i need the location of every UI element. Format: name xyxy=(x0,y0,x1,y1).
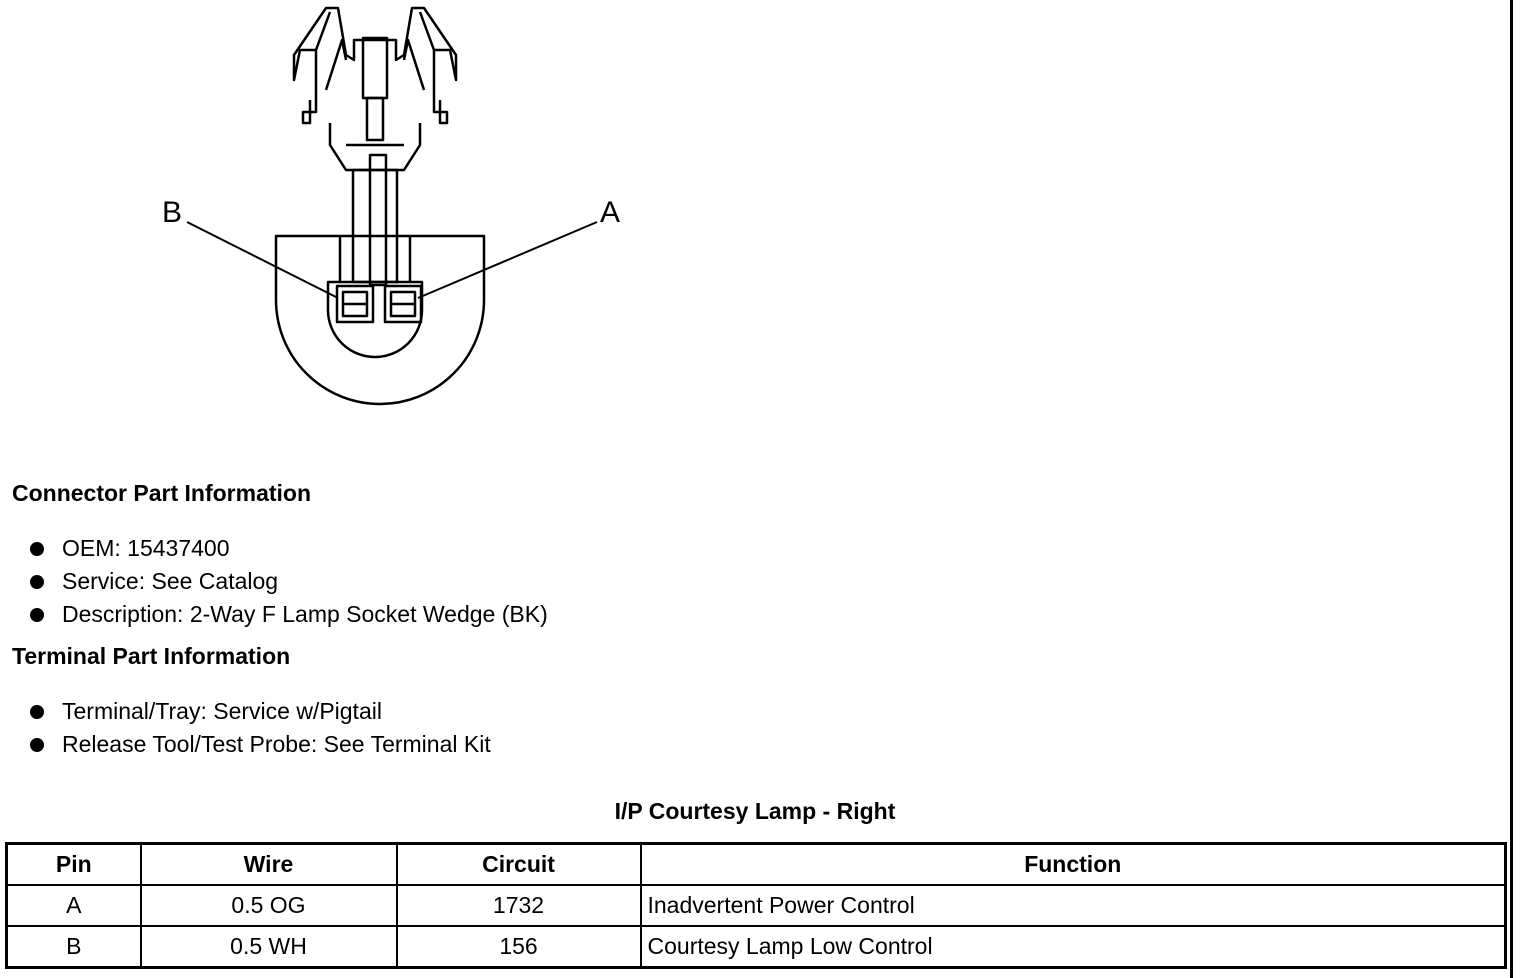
table-title: I/P Courtesy Lamp - Right xyxy=(614,798,896,824)
table-row: A 0.5 OG 1732 Inadvertent Power Control xyxy=(5,884,1507,927)
terminal-part-info-heading: Terminal Part Information xyxy=(12,643,291,669)
connector-part-info-list: OEM: 15437400 Service: See Catalog Descr… xyxy=(28,532,548,631)
pin-label-a: A xyxy=(600,196,621,229)
pin-table: Pin Wire Circuit Function A 0.5 OG 1732 … xyxy=(5,842,1507,969)
list-item: Terminal/Tray: Service w/Pigtail xyxy=(28,695,491,728)
list-item: Description: 2-Way F Lamp Socket Wedge (… xyxy=(28,598,548,631)
list-item: Release Tool/Test Probe: See Terminal Ki… xyxy=(28,728,491,761)
bullet-icon xyxy=(30,575,44,589)
table-row: B 0.5 WH 156 Courtesy Lamp Low Control xyxy=(5,925,1507,969)
cell-pin: A xyxy=(5,884,142,927)
terminal-part-info-list: Terminal/Tray: Service w/Pigtail Release… xyxy=(28,695,491,761)
connector-housing xyxy=(274,234,486,406)
connector-diagram: B A xyxy=(150,0,650,420)
connector-stem xyxy=(351,153,399,287)
cell-wire: 0.5 WH xyxy=(139,925,398,969)
table-header-row: Pin Wire Circuit Function xyxy=(5,842,1507,886)
page-right-border xyxy=(1510,0,1513,978)
connector-part-info-heading: Connector Part Information xyxy=(12,480,312,506)
terminal-cavity-b xyxy=(335,284,375,324)
list-item: Service: See Catalog xyxy=(28,565,548,598)
cell-function: Courtesy Lamp Low Control xyxy=(639,925,1507,969)
list-item: OEM: 15437400 xyxy=(28,532,548,565)
leader-line-b xyxy=(186,221,339,299)
bullet-icon xyxy=(30,542,44,556)
bullet-icon xyxy=(30,738,44,752)
cell-pin: B xyxy=(5,925,142,969)
column-header-circuit: Circuit xyxy=(395,842,642,886)
cell-circuit: 1732 xyxy=(395,884,642,927)
column-header-pin: Pin xyxy=(5,842,142,886)
leader-line-a xyxy=(417,221,598,299)
column-header-wire: Wire xyxy=(139,842,398,886)
cell-wire: 0.5 OG xyxy=(139,884,398,927)
pin-label-b: B xyxy=(162,196,183,229)
cell-circuit: 156 xyxy=(395,925,642,969)
bullet-icon xyxy=(30,705,44,719)
cell-function: Inadvertent Power Control xyxy=(639,884,1507,927)
connector-clip xyxy=(292,6,458,172)
column-header-function: Function xyxy=(639,842,1507,886)
terminal-cavity-a xyxy=(383,284,423,324)
bullet-icon xyxy=(30,608,44,622)
